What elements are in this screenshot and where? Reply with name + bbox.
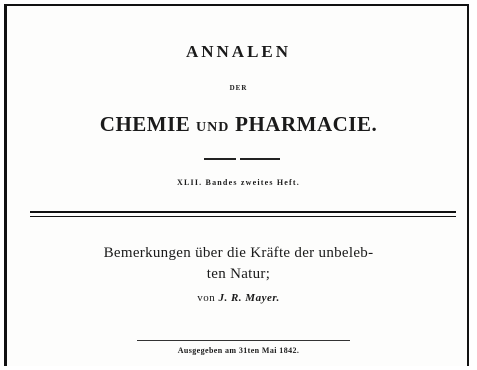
author-prefix: von <box>197 292 216 304</box>
footer-rule <box>137 340 350 341</box>
article-title-line-1: Bemerkungen über die Kräfte der unbeleb- <box>103 245 374 261</box>
issue-line: XLII. Bandes zweites Heft. <box>177 178 300 187</box>
journal-main-title: CHEMIE UND PHARMACIE. <box>0 112 477 137</box>
title-und: UND <box>196 120 230 135</box>
ornament-rule-right <box>240 158 280 160</box>
issue-date: Ausgegeben am 31ten Mai 1842. <box>177 346 300 355</box>
double-rule-top <box>30 211 456 213</box>
title-chemie: CHEMIE <box>99 112 191 136</box>
journal-subtitle-der: DER <box>229 84 248 92</box>
article-title-line-2: ten Natur; <box>206 266 271 282</box>
author-name: J. R. Mayer. <box>218 292 280 304</box>
ornament-rule-left <box>204 158 236 160</box>
title-pharmacie: PHARMACIE. <box>235 112 378 136</box>
page-frame <box>4 4 469 366</box>
article-author: von J. R. Mayer. <box>0 292 477 304</box>
journal-title: ANNALEN <box>185 42 292 61</box>
double-rule-bottom <box>30 216 456 217</box>
